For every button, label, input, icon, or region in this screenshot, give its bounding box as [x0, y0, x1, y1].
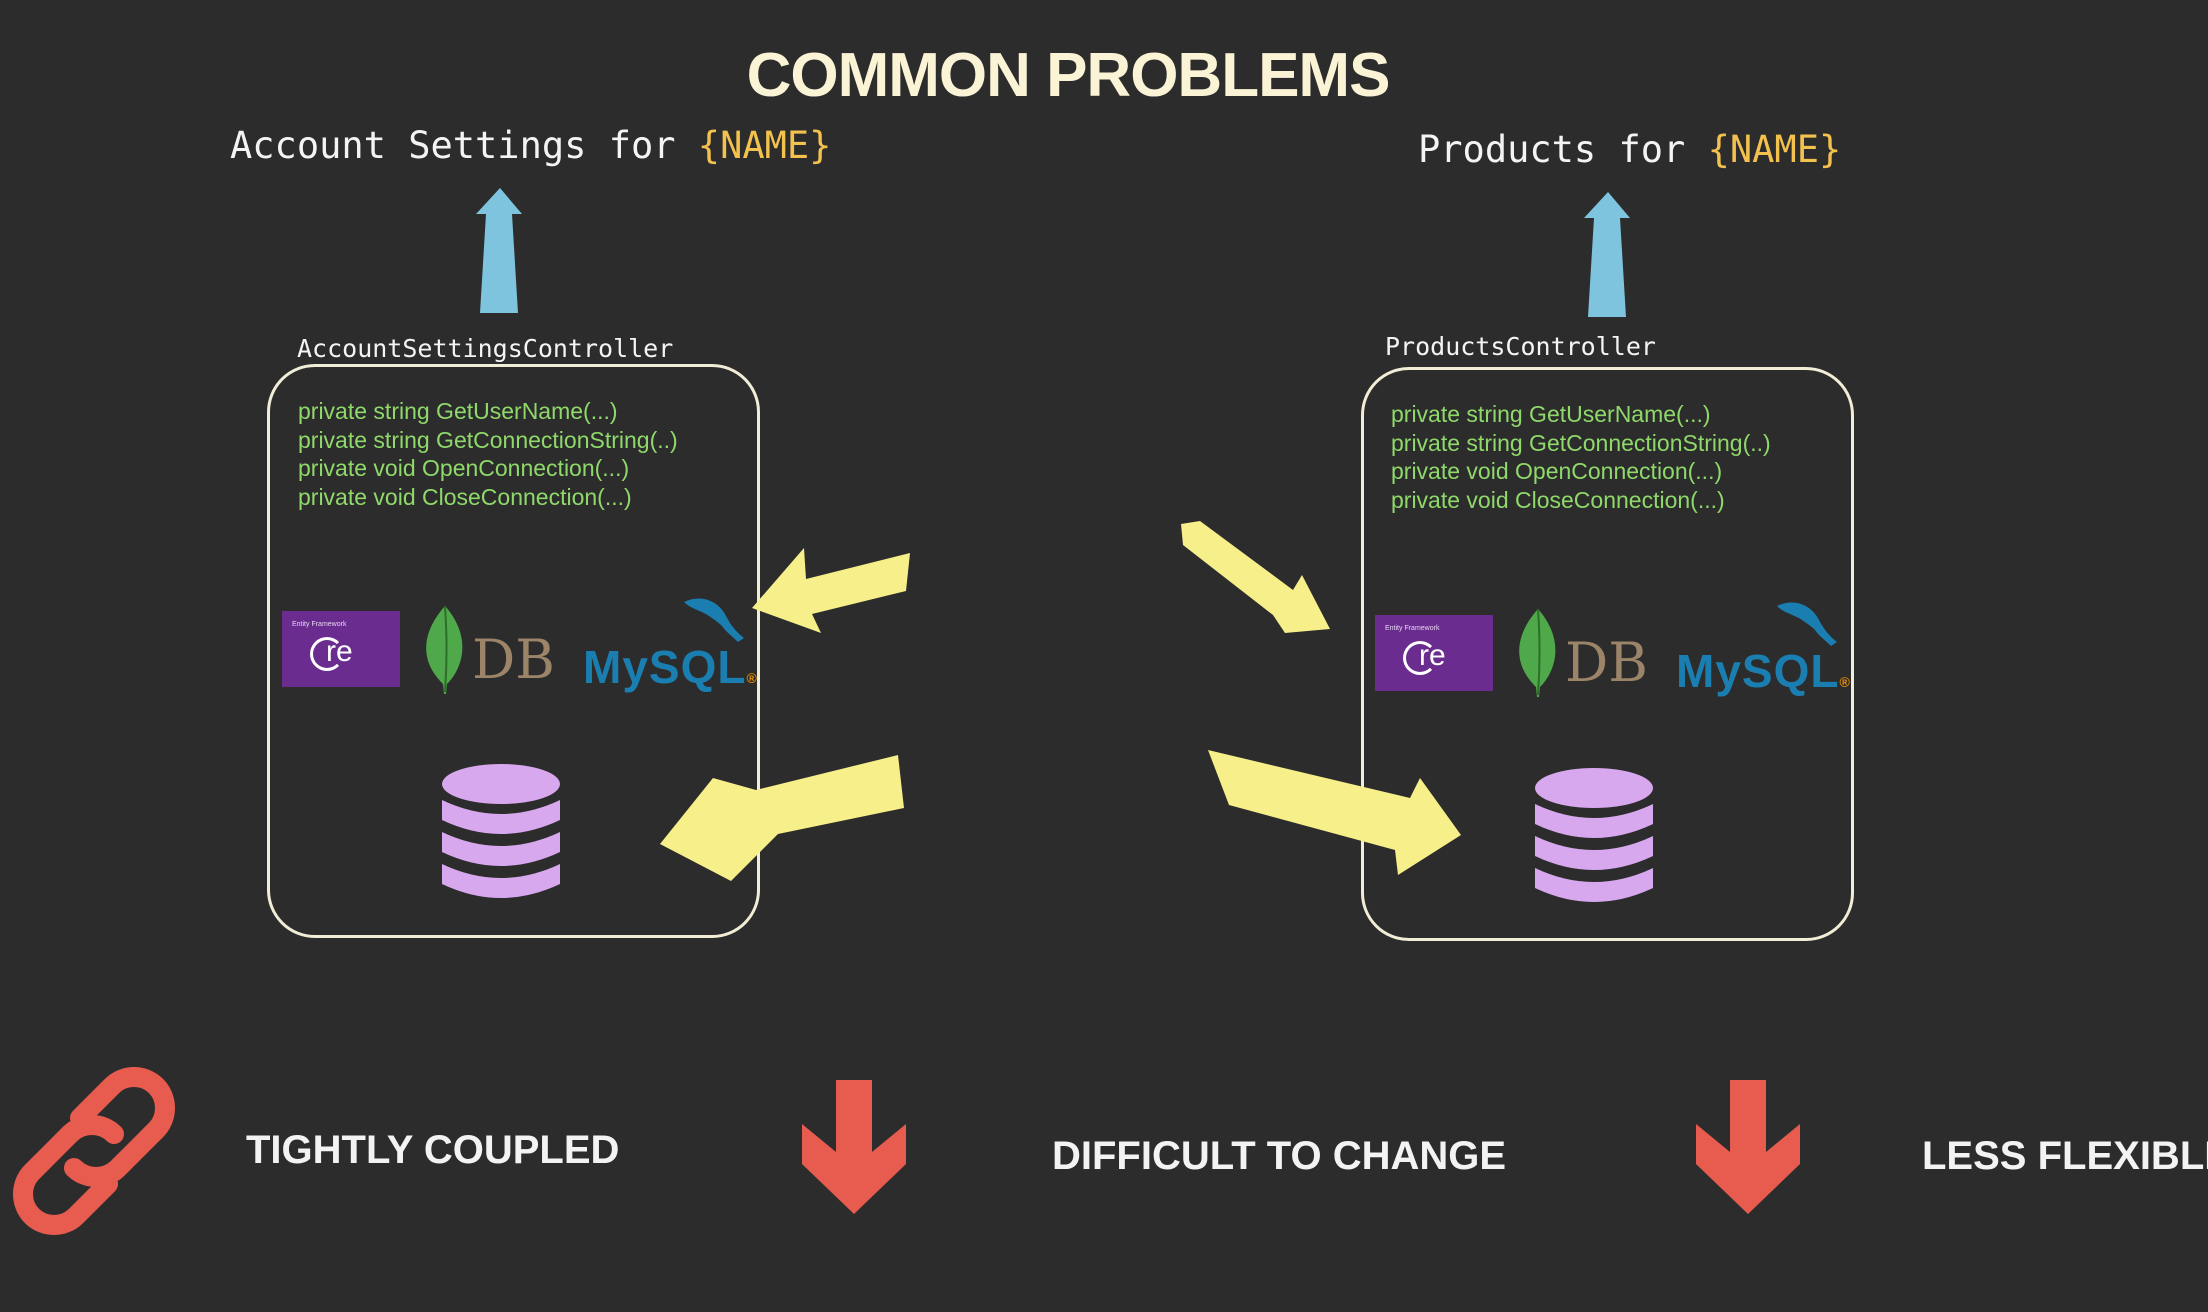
- left-ef-core-text: re: [326, 635, 353, 668]
- left-mysql-reg: ®: [746, 670, 758, 686]
- yellow-arrow-lower-left: [660, 755, 904, 881]
- right-method-list: private string GetUserName(...) private …: [1391, 400, 1771, 514]
- left-mysql-logo: MySQL®: [583, 640, 758, 694]
- chain-link-icon: [13, 1067, 175, 1235]
- right-method-4: private void CloseConnection(...): [1391, 486, 1725, 513]
- right-method-1: private string GetUserName(...): [1391, 401, 1711, 427]
- left-method-1: private string GetUserName(...): [298, 398, 618, 424]
- left-method-4: private void CloseConnection(...): [298, 483, 632, 510]
- right-controller-name: ProductsController: [1385, 332, 1656, 361]
- left-heading-text: Account Settings for: [230, 124, 698, 167]
- left-ef-small-text: Entity Framework: [292, 621, 347, 628]
- left-method-3: private void OpenConnection(...): [298, 455, 630, 481]
- right-ef-core-text: re: [1419, 639, 1446, 672]
- difficult-to-change-label: DIFFICULT TO CHANGE: [1052, 1134, 1507, 1178]
- left-method-list: private string GetUserName(...) private …: [298, 397, 678, 511]
- left-mysql-text: MySQL: [583, 641, 747, 693]
- right-mysql-logo: MySQL®: [1676, 644, 1851, 698]
- right-controller-box: [1361, 367, 1854, 941]
- left-method-2: private string GetConnectionString(..): [298, 426, 678, 453]
- right-mongodb-leaf-icon: [1519, 608, 1556, 697]
- left-mongodb-text: DB: [472, 628, 555, 691]
- left-database-icon: [442, 764, 560, 898]
- right-ef-c-icon: [1403, 641, 1437, 675]
- down-arrow-icon-2: [1696, 1080, 1800, 1214]
- left-heading: Account Settings for {NAME}: [230, 124, 831, 167]
- right-up-arrow: [1584, 192, 1630, 317]
- down-arrow-icon-1: [802, 1080, 906, 1214]
- right-ef-small-text: Entity Framework: [1385, 625, 1440, 632]
- tightly-coupled-label: TIGHTLY COUPLED: [246, 1128, 620, 1172]
- right-mysql-dolphin-icon: [1777, 602, 1837, 646]
- right-database-icon: [1535, 768, 1653, 902]
- left-up-arrow: [476, 188, 522, 313]
- right-mysql-text: MySQL: [1676, 645, 1840, 697]
- left-ef-core-logo: Entity Framework re: [282, 611, 400, 687]
- yellow-arrow-lower-right: [1208, 750, 1461, 875]
- right-heading-placeholder: {NAME}: [1707, 128, 1842, 171]
- page-title: COMMON PROBLEMS: [746, 41, 1391, 110]
- right-method-3: private void OpenConnection(...): [1391, 458, 1723, 484]
- yellow-arrow-upper-right: [1181, 521, 1330, 633]
- left-mysql-dolphin-icon: [684, 598, 744, 642]
- yellow-arrow-upper-left: [752, 548, 910, 633]
- right-mysql-reg: ®: [1839, 674, 1851, 690]
- left-controller-name: AccountSettingsController: [297, 334, 674, 363]
- right-method-2: private string GetConnectionString(..): [1391, 429, 1771, 456]
- left-heading-placeholder: {NAME}: [697, 124, 832, 167]
- left-mongodb-leaf-icon: [426, 605, 463, 694]
- right-heading-text: Products for: [1418, 128, 1708, 171]
- less-flexible-label: LESS FLEXIBLE: [1922, 1134, 2208, 1178]
- right-ef-core-logo: Entity Framework re: [1375, 615, 1493, 691]
- left-controller-box: [267, 364, 760, 938]
- left-ef-c-icon: [310, 637, 344, 671]
- right-mongodb-text: DB: [1565, 631, 1648, 694]
- right-heading: Products for {NAME}: [1418, 128, 1841, 171]
